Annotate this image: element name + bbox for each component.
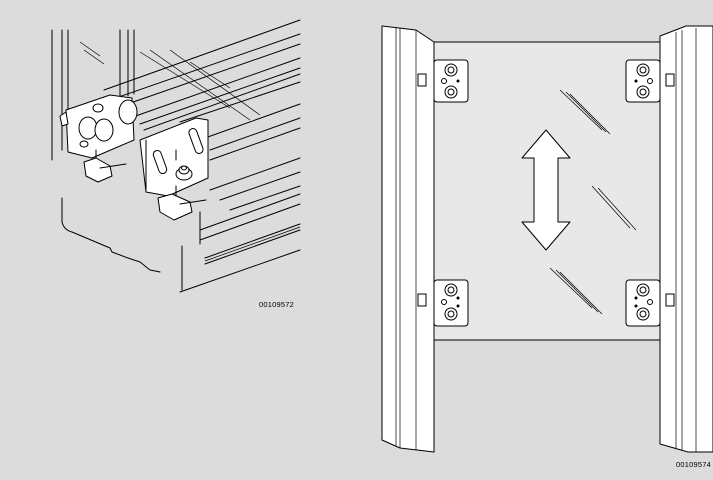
- top-rail: [103, 19, 301, 91]
- roller-right: [157, 193, 193, 221]
- hanger-bracket-right: [139, 117, 209, 197]
- reference-code-right: 00109574: [676, 460, 711, 469]
- double-arrow-icon: [521, 129, 571, 251]
- bracket-bottom-left: [417, 279, 469, 327]
- bracket-top-right: [625, 59, 675, 103]
- cabinet-bottom-edge: [179, 249, 301, 293]
- frame-post-right: [659, 25, 713, 453]
- door-front-illustration: [360, 0, 713, 480]
- roller-left: [83, 157, 113, 183]
- reference-code-left: 00109572: [259, 300, 294, 309]
- bracket-bottom-right: [625, 279, 675, 327]
- bracket-top-left: [417, 59, 469, 103]
- rail-detail-illustration: 00109572: [0, 0, 320, 320]
- door-front-drawing: [381, 25, 713, 453]
- cabinet-outline: [61, 197, 161, 273]
- rail-detail-drawing: [51, 19, 301, 293]
- frame-post-left: [381, 25, 435, 453]
